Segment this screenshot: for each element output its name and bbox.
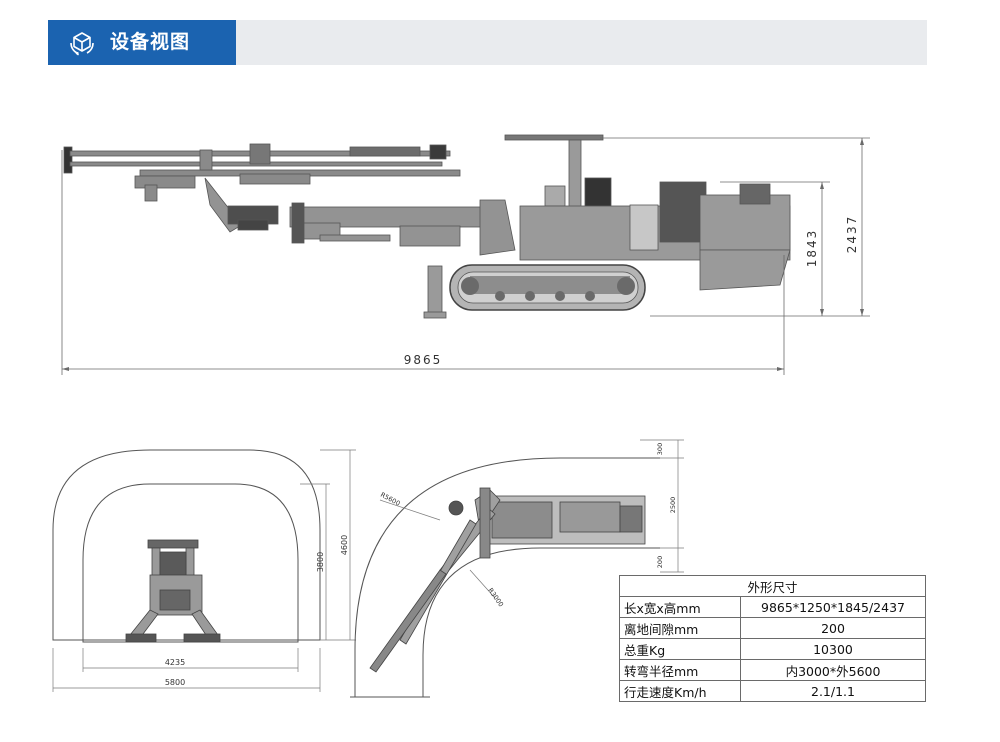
section-title: 设备视图 xyxy=(110,31,191,53)
section-header: 设备视图 xyxy=(48,20,927,65)
dim-inner-radius: R3000 xyxy=(486,587,505,609)
spec-value: 10300 xyxy=(740,638,926,660)
dim-tunnel-width-outer: 5800 xyxy=(165,678,185,687)
spec-key: 转弯半径mm xyxy=(619,659,741,681)
table-row: 转弯半径mm 内3000*外5600 xyxy=(619,659,926,681)
spec-value: 9865*1250*1845/2437 xyxy=(740,596,926,618)
dim-outer-radius: R5600 xyxy=(379,491,401,508)
spec-key: 离地间隙mm xyxy=(619,617,741,639)
turning-view-drawing: R5600 R3000 300 2500 200 xyxy=(350,439,684,698)
dim-tunnel-height-inner: 3800 xyxy=(316,552,325,572)
tunnel-view-drawing: 4235 5800 3800 4600 xyxy=(52,449,356,692)
dim-clearance-top: 300 xyxy=(656,443,664,455)
dim-body-width: 2500 xyxy=(669,497,677,514)
spec-value: 2.1/1.1 xyxy=(740,680,926,702)
table-row: 总重Kg 10300 xyxy=(619,638,926,660)
side-view-drawing: 9865 2437 1843 xyxy=(61,134,870,375)
dim-overall-length: 9865 xyxy=(404,353,443,367)
spec-key: 长x宽x高mm xyxy=(619,596,741,618)
section-header-tab: 设备视图 xyxy=(48,20,236,65)
dim-height-body: 1843 xyxy=(805,229,819,268)
spec-key: 行走速度Km/h xyxy=(619,680,741,702)
spec-value: 200 xyxy=(740,617,926,639)
dim-height-canopy: 2437 xyxy=(845,215,859,254)
table-row: 离地间隙mm 200 xyxy=(619,617,926,639)
table-row: 长x宽x高mm 9865*1250*1845/2437 xyxy=(619,596,926,618)
spec-value: 内3000*外5600 xyxy=(740,659,926,681)
table-row: 行走速度Km/h 2.1/1.1 xyxy=(619,680,926,702)
spec-table: 外形尺寸 长x宽x高mm 9865*1250*1845/2437 离地间隙mm … xyxy=(619,575,926,702)
spec-table-title: 外形尺寸 xyxy=(619,575,926,597)
dim-tunnel-height-outer: 4600 xyxy=(340,535,349,555)
dim-tunnel-width-inner: 4235 xyxy=(165,658,185,667)
cube-3d-icon xyxy=(70,32,94,56)
spec-key: 总重Kg xyxy=(619,638,741,660)
dim-clearance-bottom: 200 xyxy=(656,556,664,568)
